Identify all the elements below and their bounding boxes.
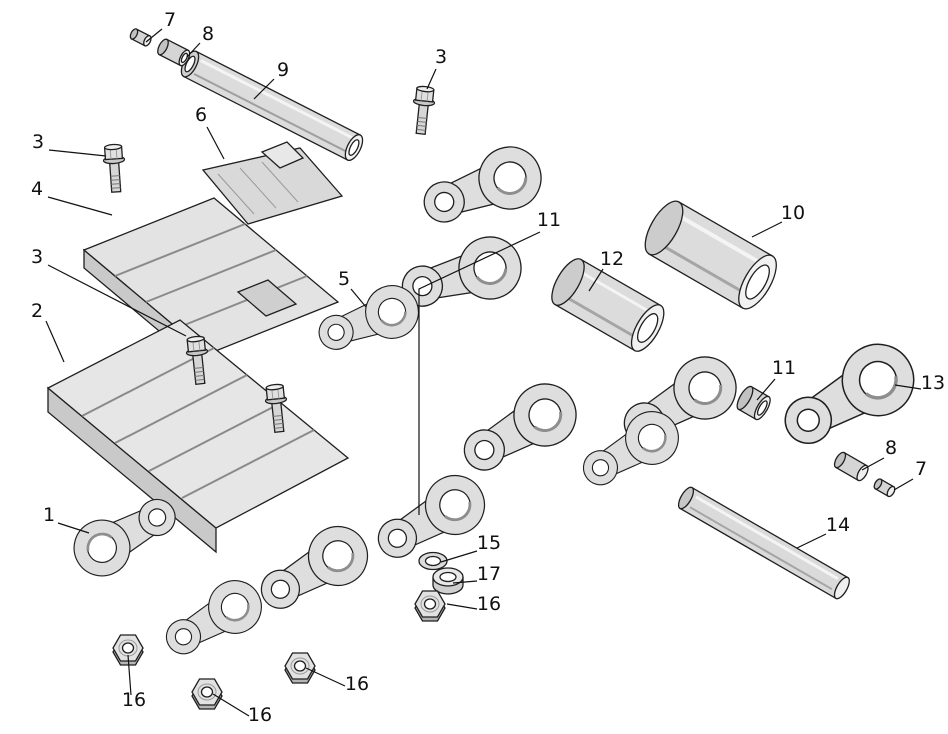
part-16-nut bbox=[284, 652, 316, 684]
part-16-nut bbox=[414, 590, 446, 622]
callout-7-top: 7 bbox=[145, 9, 176, 43]
callout-16-c: 16 bbox=[305, 667, 369, 695]
part-7-pin-right bbox=[873, 478, 896, 498]
svg-text:6: 6 bbox=[195, 104, 207, 126]
svg-text:1: 1 bbox=[43, 504, 55, 526]
callout-1: 1 bbox=[43, 504, 90, 534]
callout-8-top: 8 bbox=[186, 23, 214, 58]
svg-text:2: 2 bbox=[31, 300, 43, 322]
callout-5: 5 bbox=[338, 268, 367, 308]
part-7-pin-top bbox=[129, 28, 152, 47]
svg-text:5: 5 bbox=[338, 268, 350, 290]
svg-text:11: 11 bbox=[772, 357, 796, 379]
svg-text:16: 16 bbox=[248, 704, 272, 726]
callout-3-mid: 3 bbox=[31, 246, 187, 337]
svg-text:13: 13 bbox=[921, 372, 945, 394]
part-9-tube bbox=[180, 50, 364, 162]
callout-2: 2 bbox=[31, 300, 65, 363]
svg-text:17: 17 bbox=[477, 563, 501, 585]
part-17-ring bbox=[432, 567, 464, 595]
svg-text:11: 11 bbox=[537, 209, 561, 231]
svg-text:8: 8 bbox=[202, 23, 214, 45]
track-link bbox=[413, 136, 552, 240]
part-16-nut bbox=[191, 678, 223, 710]
callout-9: 9 bbox=[253, 59, 289, 100]
callout-10: 10 bbox=[751, 202, 805, 238]
callout-7-right: 7 bbox=[893, 458, 927, 491]
callout-16-a: 16 bbox=[446, 593, 501, 615]
callout-16-b: 16 bbox=[122, 654, 146, 711]
part-6-bracket bbox=[201, 141, 344, 225]
part-13-link bbox=[768, 329, 929, 465]
callout-11-right: 11 bbox=[756, 357, 796, 401]
part-11-bushing-small bbox=[736, 385, 771, 421]
callout-13: 13 bbox=[894, 372, 945, 394]
svg-text:3: 3 bbox=[32, 131, 44, 153]
svg-text:9: 9 bbox=[277, 59, 289, 81]
part-8-pin-right bbox=[833, 451, 869, 482]
svg-text:8: 8 bbox=[885, 437, 897, 459]
assembly-art bbox=[46, 28, 929, 710]
part-15-washer bbox=[418, 551, 448, 571]
svg-text:16: 16 bbox=[345, 673, 369, 695]
svg-text:3: 3 bbox=[435, 46, 447, 68]
callout-8-right: 8 bbox=[861, 437, 897, 471]
part-3-bolt bbox=[409, 84, 437, 136]
callout-16-d: 16 bbox=[212, 693, 272, 726]
callout-17: 17 bbox=[452, 563, 501, 585]
svg-text:12: 12 bbox=[600, 248, 624, 270]
callout-11-top: 11 bbox=[418, 209, 561, 515]
callout-6: 6 bbox=[195, 104, 225, 160]
svg-text:4: 4 bbox=[31, 178, 43, 200]
svg-text:16: 16 bbox=[122, 689, 146, 711]
part-5-link bbox=[309, 276, 428, 365]
track-link bbox=[450, 371, 589, 489]
callout-14: 14 bbox=[796, 514, 850, 549]
part-12-bushing bbox=[551, 258, 665, 352]
svg-text:14: 14 bbox=[826, 514, 850, 536]
callouts: 7 8 9 3 3 6 4 3 2 11 5 1 bbox=[31, 9, 945, 726]
svg-text:7: 7 bbox=[915, 458, 927, 480]
part-8-bushing-top bbox=[157, 38, 191, 67]
svg-text:3: 3 bbox=[31, 246, 43, 268]
svg-text:16: 16 bbox=[477, 593, 501, 615]
callout-15: 15 bbox=[440, 532, 501, 563]
part-14-track-pin bbox=[677, 486, 850, 600]
callout-3-left: 3 bbox=[32, 131, 107, 157]
track-link bbox=[247, 514, 380, 626]
part-10-bushing bbox=[644, 200, 777, 310]
svg-text:10: 10 bbox=[781, 202, 805, 224]
callout-12: 12 bbox=[588, 248, 624, 292]
callout-4: 4 bbox=[31, 178, 113, 216]
svg-text:7: 7 bbox=[164, 9, 176, 31]
part-3-bolt bbox=[101, 143, 128, 194]
callout-3-top: 3 bbox=[426, 46, 447, 90]
track-link bbox=[154, 569, 273, 670]
svg-text:15: 15 bbox=[477, 532, 501, 554]
